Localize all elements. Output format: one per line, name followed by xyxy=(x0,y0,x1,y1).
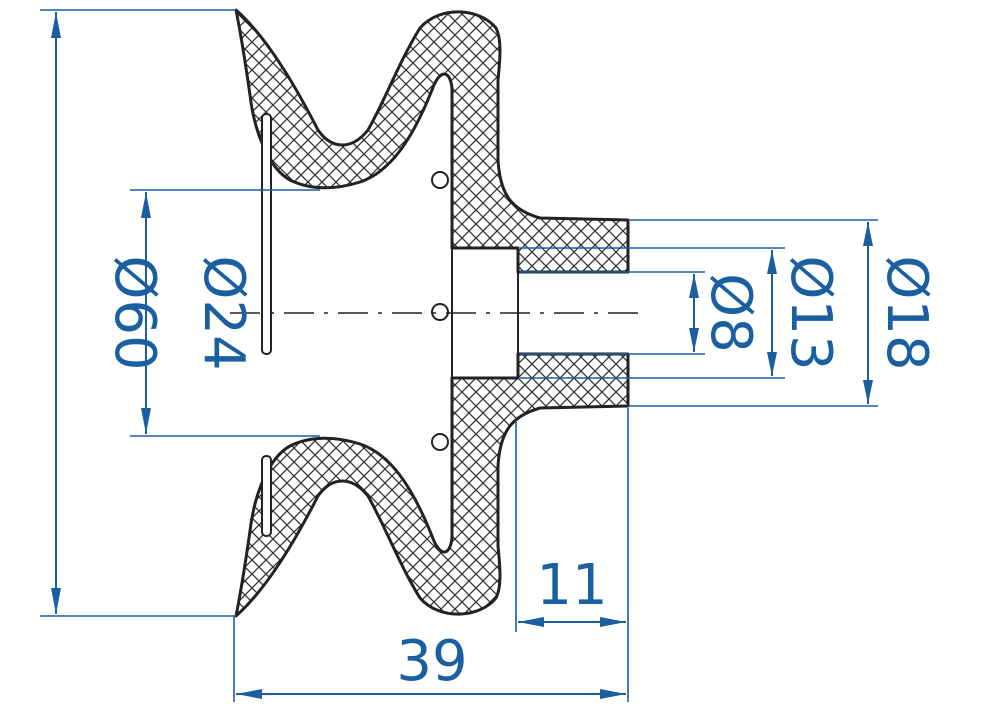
lower-bellows-section xyxy=(234,352,630,618)
dimension-labels: Ø60 Ø24 Ø8 Ø13 Ø18 11 39 xyxy=(102,255,939,694)
nub-top xyxy=(431,171,449,189)
dim-label-d24: Ø24 xyxy=(191,255,256,370)
dim-label-d8: Ø8 xyxy=(698,273,763,353)
upper-lip-strip xyxy=(261,113,272,355)
dimension-lines xyxy=(51,12,873,699)
upper-bellows-section xyxy=(234,8,630,274)
suction-cup-body xyxy=(230,8,640,618)
dim-label-d60: Ø60 xyxy=(102,255,167,370)
extension-lines xyxy=(40,9,878,702)
dim-label-len39: 39 xyxy=(396,629,467,694)
nub-bottom xyxy=(431,433,449,451)
nub-middle xyxy=(431,303,449,321)
dim-label-len11: 11 xyxy=(536,553,607,618)
dim-label-d13: Ø13 xyxy=(778,255,843,370)
lower-lip-strip xyxy=(261,455,272,537)
dim-label-d18: Ø18 xyxy=(874,255,939,370)
